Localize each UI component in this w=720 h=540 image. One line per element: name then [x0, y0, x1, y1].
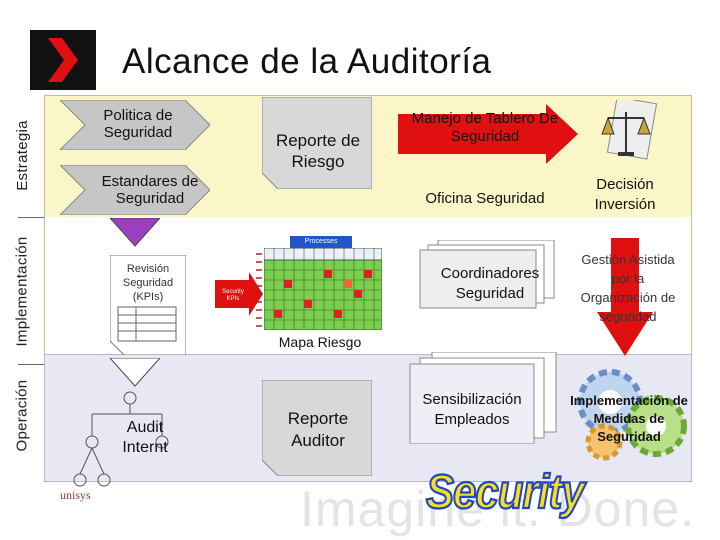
operation-label: Operación: [13, 379, 31, 451]
audit-label: Audit Internt: [122, 419, 168, 456]
kpis-tag: Security KPIs: [222, 289, 244, 302]
policy-arrow-shape: [58, 99, 211, 155]
office-label: Oficina Seguridad: [425, 190, 545, 207]
decision-label: Decisión Inversión: [594, 176, 656, 213]
divider: [18, 217, 44, 218]
standards-arrow-shape: [58, 164, 211, 220]
scales-justice-icon: [594, 96, 660, 167]
implementation-label: Implementación de Medidas de Seguridad: [570, 393, 688, 444]
implementation-label: Implementación: [13, 235, 31, 347]
grid-header-bar: Processes: [290, 236, 352, 248]
brand-label: unisys: [60, 488, 91, 502]
awareness-label: Sensibilización Empleados: [422, 391, 522, 428]
page-title: Alcance de la Auditoría: [122, 42, 492, 81]
risk-report-document: [261, 96, 373, 194]
review-document-icon: [109, 254, 187, 360]
security-badge: Security: [425, 463, 586, 519]
policy-label: Politica de Seguridad: [103, 107, 173, 141]
audit-hierarchy-icon: [62, 390, 182, 495]
standards-label: Estandares de Seguridad: [101, 173, 199, 207]
review-label: Revisión Seguridad (KPIs): [122, 263, 174, 303]
down-arrow-1-icon: [108, 217, 162, 253]
binder-rings-icon: [254, 250, 264, 335]
gears-icon: [574, 364, 690, 469]
dashboard-arrow-shape: [398, 104, 578, 169]
down-arrow-red-icon: [597, 238, 653, 361]
awareness-stack: [408, 351, 558, 449]
assisted-label: Gestión Asistida por la Organización de …: [580, 252, 676, 324]
tagline: Imagine it. Done.: [300, 481, 695, 537]
coordinators-stack: [418, 239, 558, 315]
risk-report-label: Reporte de Riesgo: [275, 131, 361, 171]
risk-map-label: Mapa Riesgo: [278, 334, 362, 350]
kpis-arrow-shape: [215, 272, 263, 321]
down-arrow-2-icon: [108, 357, 162, 393]
unisys-logo-icon: [30, 30, 96, 90]
strategy-label: Estrategia: [13, 119, 31, 191]
coordinators-label: Coordinadores Seguridad: [440, 265, 540, 302]
dashboard-label: Manejo de Tablero De Seguridad: [411, 110, 559, 145]
divider: [18, 364, 44, 365]
auditor-report-label: Reporte Auditor: [287, 409, 349, 450]
auditor-report-document: [261, 379, 373, 481]
risk-map-grid: [263, 247, 383, 335]
